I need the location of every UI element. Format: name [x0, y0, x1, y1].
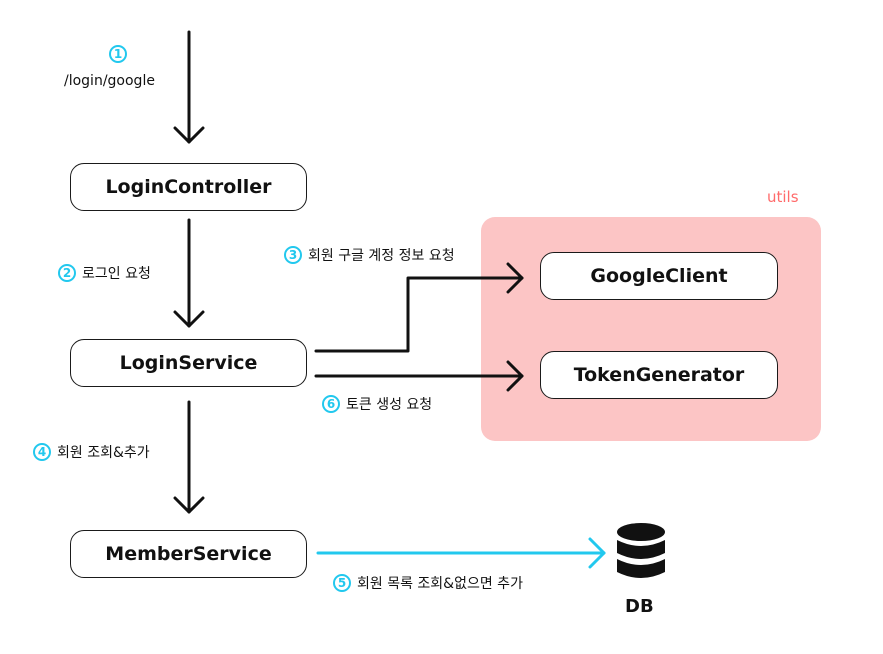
arrowhead [506, 360, 524, 392]
token-generator-label: TokenGenerator [573, 364, 745, 386]
google-client-node: GoogleClient [540, 252, 778, 300]
step-3-label: 3 회원 구글 계정 정보 요청 [284, 245, 455, 265]
login-service-label: LoginService [119, 352, 258, 374]
step-2-badge: 2 [58, 264, 76, 282]
arrowhead [173, 310, 205, 328]
utils-label: utils [767, 188, 799, 206]
arrow-to-google-client [314, 276, 524, 353]
token-generator-node: TokenGenerator [540, 351, 778, 399]
db-label: DB [625, 596, 654, 617]
login-controller-node: LoginController [70, 163, 307, 211]
step-4-label: 4 회원 조회&추가 [33, 442, 150, 462]
login-controller-label: LoginController [105, 176, 272, 198]
arrowhead [173, 496, 205, 514]
member-service-label: MemberService [105, 543, 272, 565]
database-icon [617, 523, 665, 578]
arrowhead [506, 262, 524, 294]
step-2-label: 2 로그인 요청 [58, 263, 151, 283]
step-1-badge: 1 [109, 43, 127, 63]
step-4-badge: 4 [33, 443, 51, 461]
step-1-label: /login/google [64, 73, 155, 89]
step-3-badge: 3 [284, 246, 302, 264]
arrowhead [173, 126, 205, 144]
step-5-label: 5 회원 목록 조회&없으면 추가 [333, 573, 523, 593]
step-5-badge: 5 [333, 574, 351, 592]
login-service-node: LoginService [70, 339, 307, 387]
google-client-label: GoogleClient [590, 265, 728, 287]
member-service-node: MemberService [70, 530, 307, 578]
step-6-badge: 6 [322, 395, 340, 413]
arrowhead [588, 537, 606, 569]
step-6-label: 6 토큰 생성 요청 [322, 394, 432, 414]
